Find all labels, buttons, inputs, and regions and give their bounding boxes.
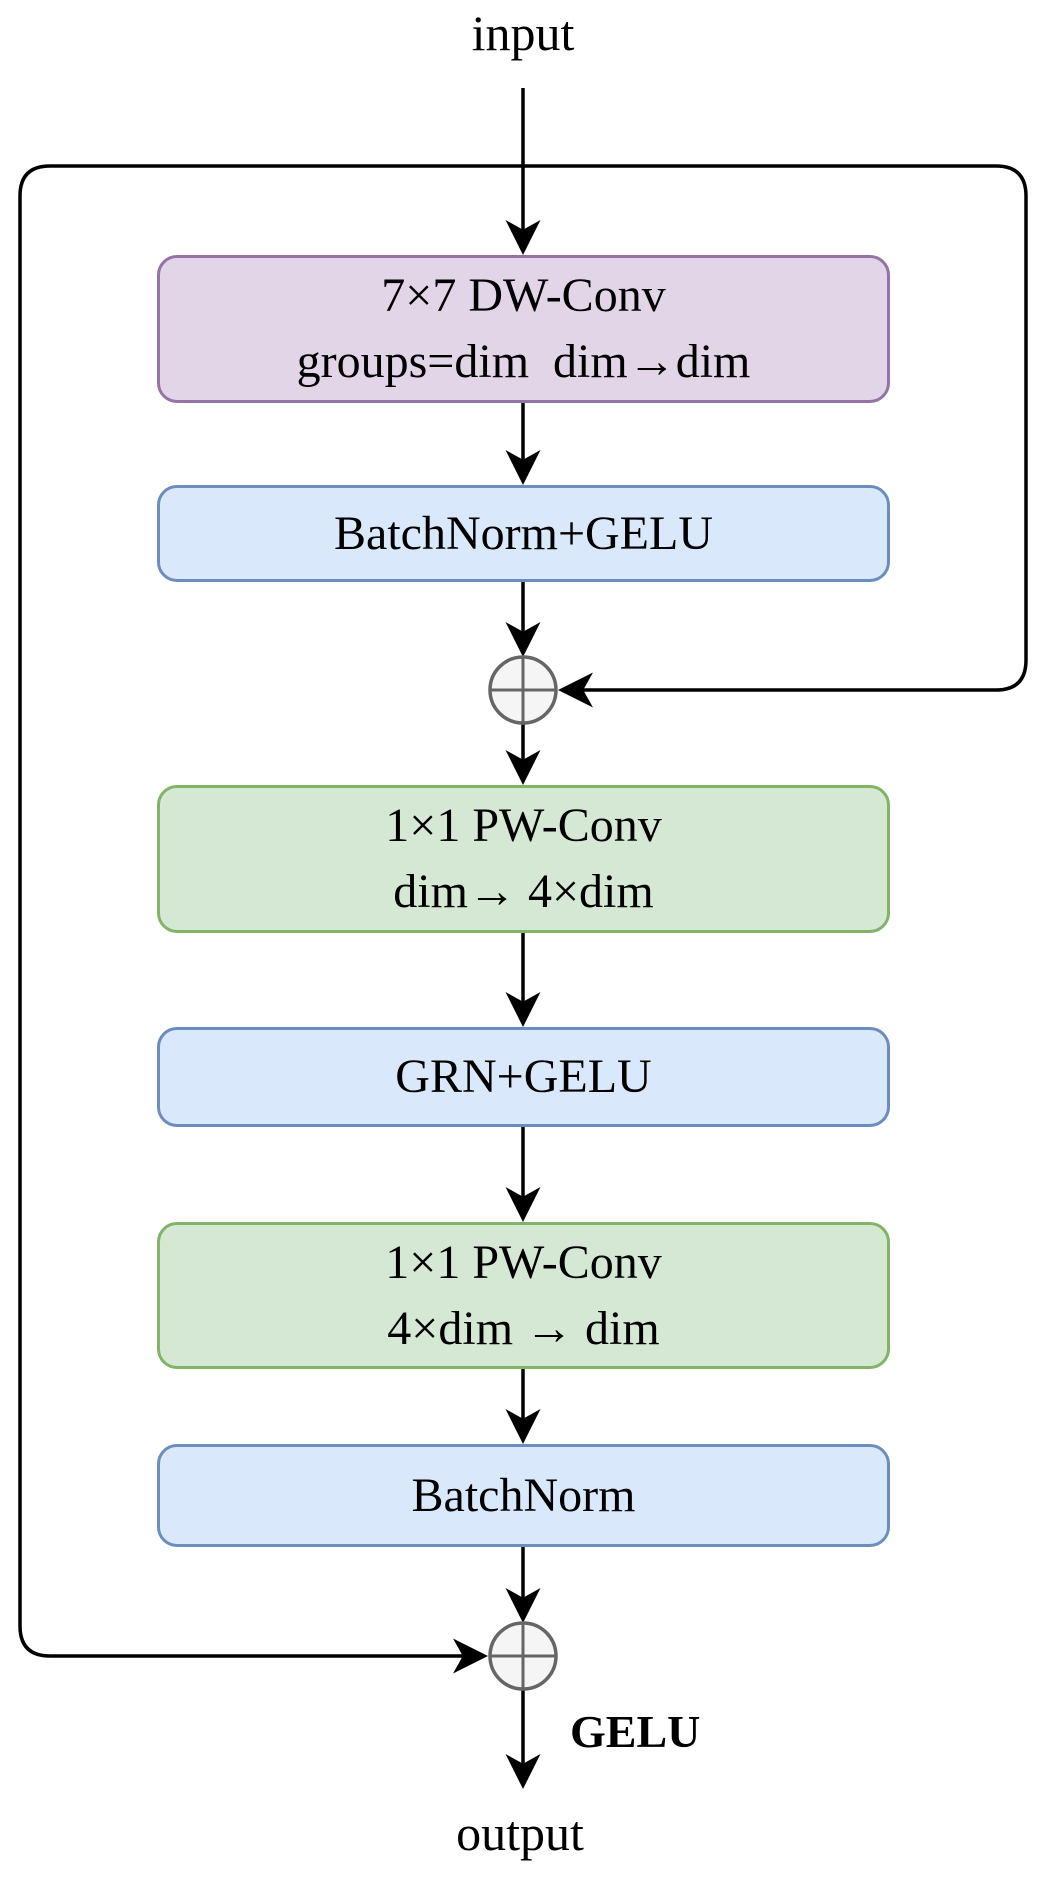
node-pw-conv-reduce: 1×1 PW-Conv 4×dim → dim [157,1222,890,1369]
node-pw-conv-expand-line1: 1×1 PW-Conv [385,799,662,852]
output-label: output [456,1805,584,1861]
node-pw-conv-reduce-line1: 1×1 PW-Conv [385,1235,662,1289]
skip-connection-left [18,164,523,1674]
add-icon [488,1621,558,1691]
skip-connection-right [523,164,1028,708]
node-dw-conv-line2: groups=dim dim→dim [296,335,751,388]
input-label: input [471,5,575,61]
node-grn-gelu-line1: GRN+GELU [395,1050,652,1103]
node-dw-conv: 7×7 DW-Conv groups=dim dim→dim [157,255,890,403]
node-batchnorm-gelu: BatchNorm+GELU [157,485,890,582]
add-icon [488,655,558,725]
node-batchnorm-line1: BatchNorm [411,1468,636,1522]
node-pw-conv-expand: 1×1 PW-Conv dim→ 4×dim [157,785,890,933]
node-pw-conv-expand-line2: dim→ 4×dim [393,865,654,918]
node-pw-conv-reduce-line2: 4×dim → dim [387,1301,660,1355]
node-batchnorm-gelu-line1: BatchNorm+GELU [334,506,713,560]
gelu-activation-label: GELU [570,1706,701,1757]
node-batchnorm: BatchNorm [157,1444,890,1547]
node-grn-gelu: GRN+GELU [157,1027,890,1127]
node-dw-conv-line1: 7×7 DW-Conv [381,269,666,322]
